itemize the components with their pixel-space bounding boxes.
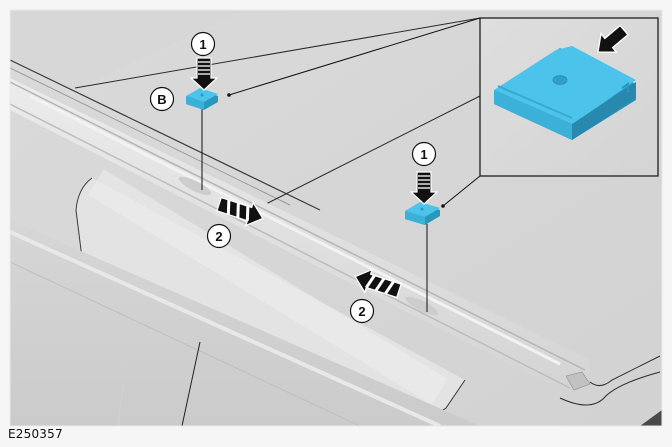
press-down-arrow-icon	[189, 57, 219, 91]
clip-right	[405, 202, 440, 225]
clip-b-left	[186, 88, 218, 110]
callout-b: B	[149, 86, 175, 112]
svg-text:B: B	[157, 92, 166, 107]
callout-2-left: 2	[206, 223, 232, 249]
svg-text:1: 1	[420, 147, 427, 162]
callout-1-left: 1	[190, 31, 216, 57]
svg-text:1: 1	[199, 37, 206, 52]
leader-line-left	[228, 17, 481, 96]
leader-line-right	[442, 175, 481, 207]
svg-text:2: 2	[358, 304, 365, 319]
inset-clip-detail	[479, 17, 659, 177]
slide-left-arrow-icon	[354, 268, 402, 299]
figure-id-label: E250357	[8, 427, 63, 441]
callout-1-right: 1	[411, 141, 437, 167]
svg-text:2: 2	[215, 229, 222, 244]
slide-right-arrow-icon	[216, 196, 264, 227]
callout-2-right: 2	[349, 298, 375, 324]
press-down-arrow-icon	[409, 171, 439, 205]
pointer-arrow-icon	[597, 24, 629, 53]
